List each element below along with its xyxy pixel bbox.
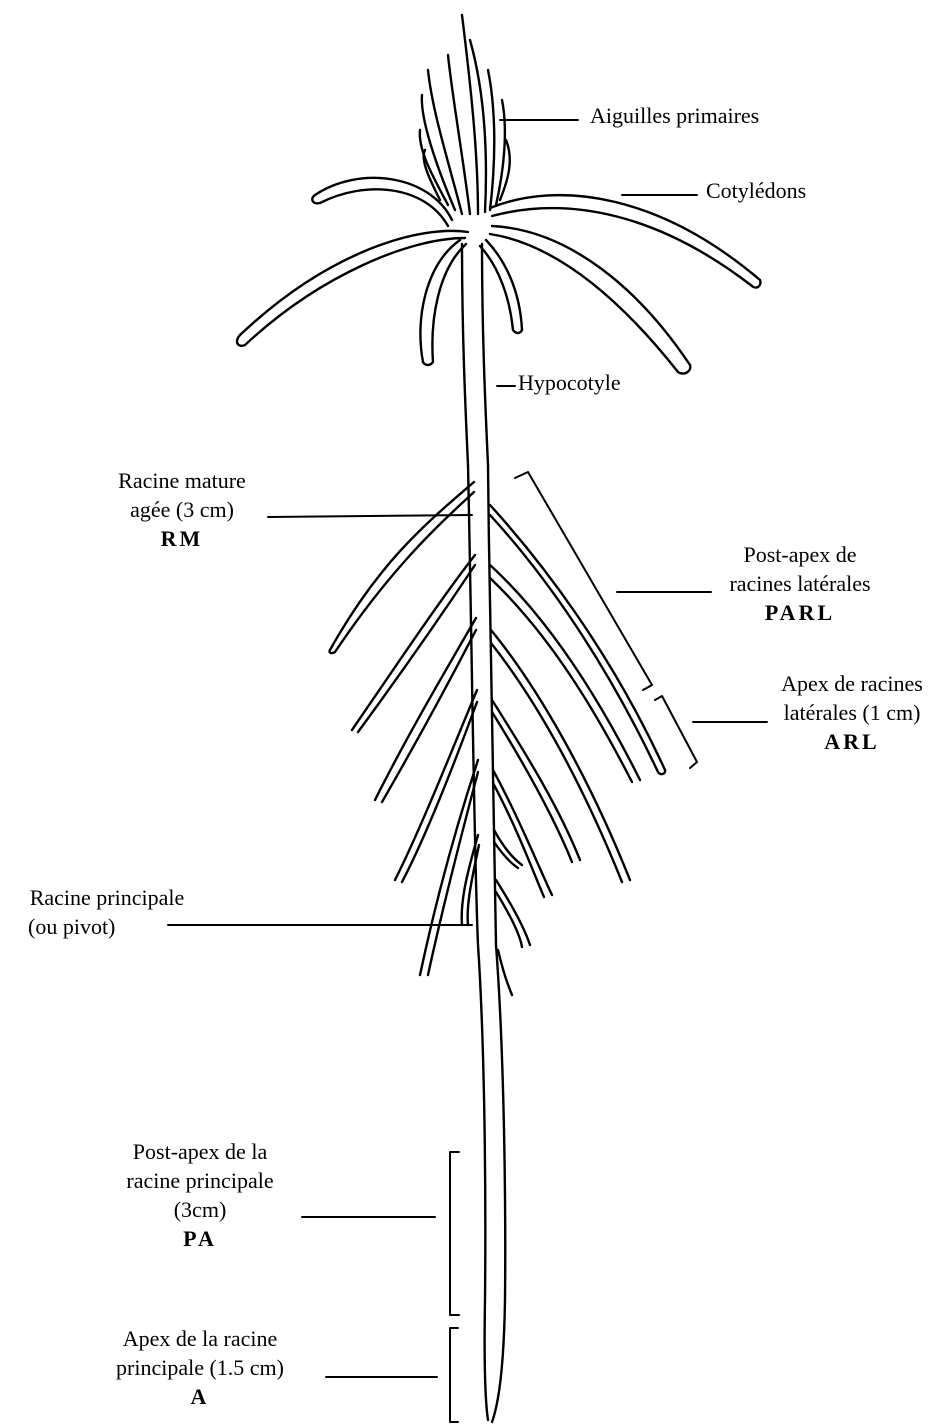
label-hypocotyle: Hypocotyle xyxy=(518,368,621,397)
label-cotyledons-text: Cotylédons xyxy=(706,176,806,205)
label-pa: Post-apex de la racine principale (3cm) … xyxy=(100,1137,300,1253)
label-cotyledons: Cotylédons xyxy=(706,176,806,205)
label-parl: Post-apex de racines latérales PARL xyxy=(700,540,900,627)
label-rm-line1: Racine mature xyxy=(82,466,282,495)
label-rm: Racine mature agée (3 cm) RM xyxy=(82,466,282,553)
label-rm-line2: agée (3 cm) xyxy=(82,495,282,524)
label-arl-code: ARL xyxy=(760,727,944,756)
label-rm-code: RM xyxy=(82,524,282,553)
label-pa-line2: racine principale xyxy=(100,1166,300,1195)
bracket-pa xyxy=(450,1152,459,1315)
label-arl-line1: Apex de racines xyxy=(760,669,944,698)
label-pivot: Racine principale (ou pivot) xyxy=(0,883,214,941)
lateral-roots-left xyxy=(329,482,479,975)
main-root xyxy=(468,465,505,1422)
leader-rm xyxy=(268,515,472,517)
label-parl-line1: Post-apex de xyxy=(700,540,900,569)
cotyledons xyxy=(237,178,760,374)
hypocotyl xyxy=(462,244,488,465)
lateral-roots-right xyxy=(490,505,665,995)
brackets xyxy=(450,472,697,1422)
label-pivot-line2: (ou pivot) xyxy=(0,912,214,941)
label-apex: Apex de la racine principale (1.5 cm) A xyxy=(88,1324,312,1411)
label-parl-line2: racines latérales xyxy=(700,569,900,598)
bracket-a xyxy=(450,1328,458,1422)
label-parl-code: PARL xyxy=(700,598,900,627)
label-aiguilles-primaires: Aiguilles primaires xyxy=(590,101,759,130)
label-pa-line3: (3cm) xyxy=(100,1195,300,1224)
label-pa-code: PA xyxy=(100,1224,300,1253)
label-aiguilles-text: Aiguilles primaires xyxy=(590,101,759,130)
primary-needles xyxy=(420,15,510,214)
label-apex-line1: Apex de la racine xyxy=(88,1324,312,1353)
label-apex-line2: principale (1.5 cm) xyxy=(88,1353,312,1382)
label-apex-code: A xyxy=(88,1382,312,1411)
label-arl: Apex de racines latérales (1 cm) ARL xyxy=(760,669,944,756)
label-pivot-line1: Racine principale xyxy=(0,883,214,912)
bracket-parl xyxy=(515,472,652,690)
label-hypocotyle-text: Hypocotyle xyxy=(518,368,621,397)
label-arl-line2: latérales (1 cm) xyxy=(760,698,944,727)
label-pa-line1: Post-apex de la xyxy=(100,1137,300,1166)
bracket-arl xyxy=(655,696,697,768)
